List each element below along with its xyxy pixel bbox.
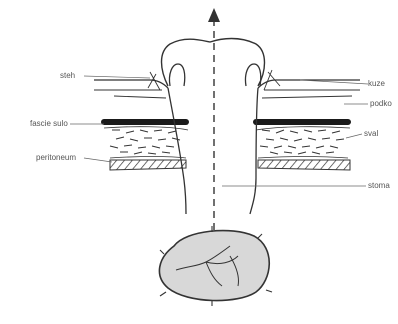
subcutis-right [262, 96, 352, 98]
muscle-right [260, 130, 344, 154]
label-kuze: kuze [368, 79, 385, 89]
leader-steh [84, 76, 150, 78]
bowel-loop-outline [162, 39, 265, 87]
label-steh: steh [60, 71, 75, 81]
peritoneum-right [258, 160, 350, 170]
bowel-right-fold [245, 64, 260, 86]
leader-sval [346, 134, 362, 138]
peritoneum-left [110, 160, 186, 170]
axis-arrowhead [208, 8, 220, 22]
muscle-left [110, 130, 180, 154]
label-peritoneum: peritoneum [36, 153, 76, 163]
stoma-top-view [159, 231, 269, 301]
label-fascie: fascie sulo [30, 119, 68, 129]
bowel-wall-left [168, 88, 186, 214]
skin-right [258, 80, 360, 88]
muscle-boundary-right [256, 127, 350, 158]
label-stoma: stoma [368, 181, 390, 191]
leader-peritoneum [84, 158, 112, 162]
label-podko: podko [370, 99, 392, 109]
label-sval: sval [364, 129, 378, 139]
bowel-wall-right [250, 88, 258, 214]
bowel-left-fold [169, 64, 184, 86]
subcutis-left [114, 96, 166, 98]
